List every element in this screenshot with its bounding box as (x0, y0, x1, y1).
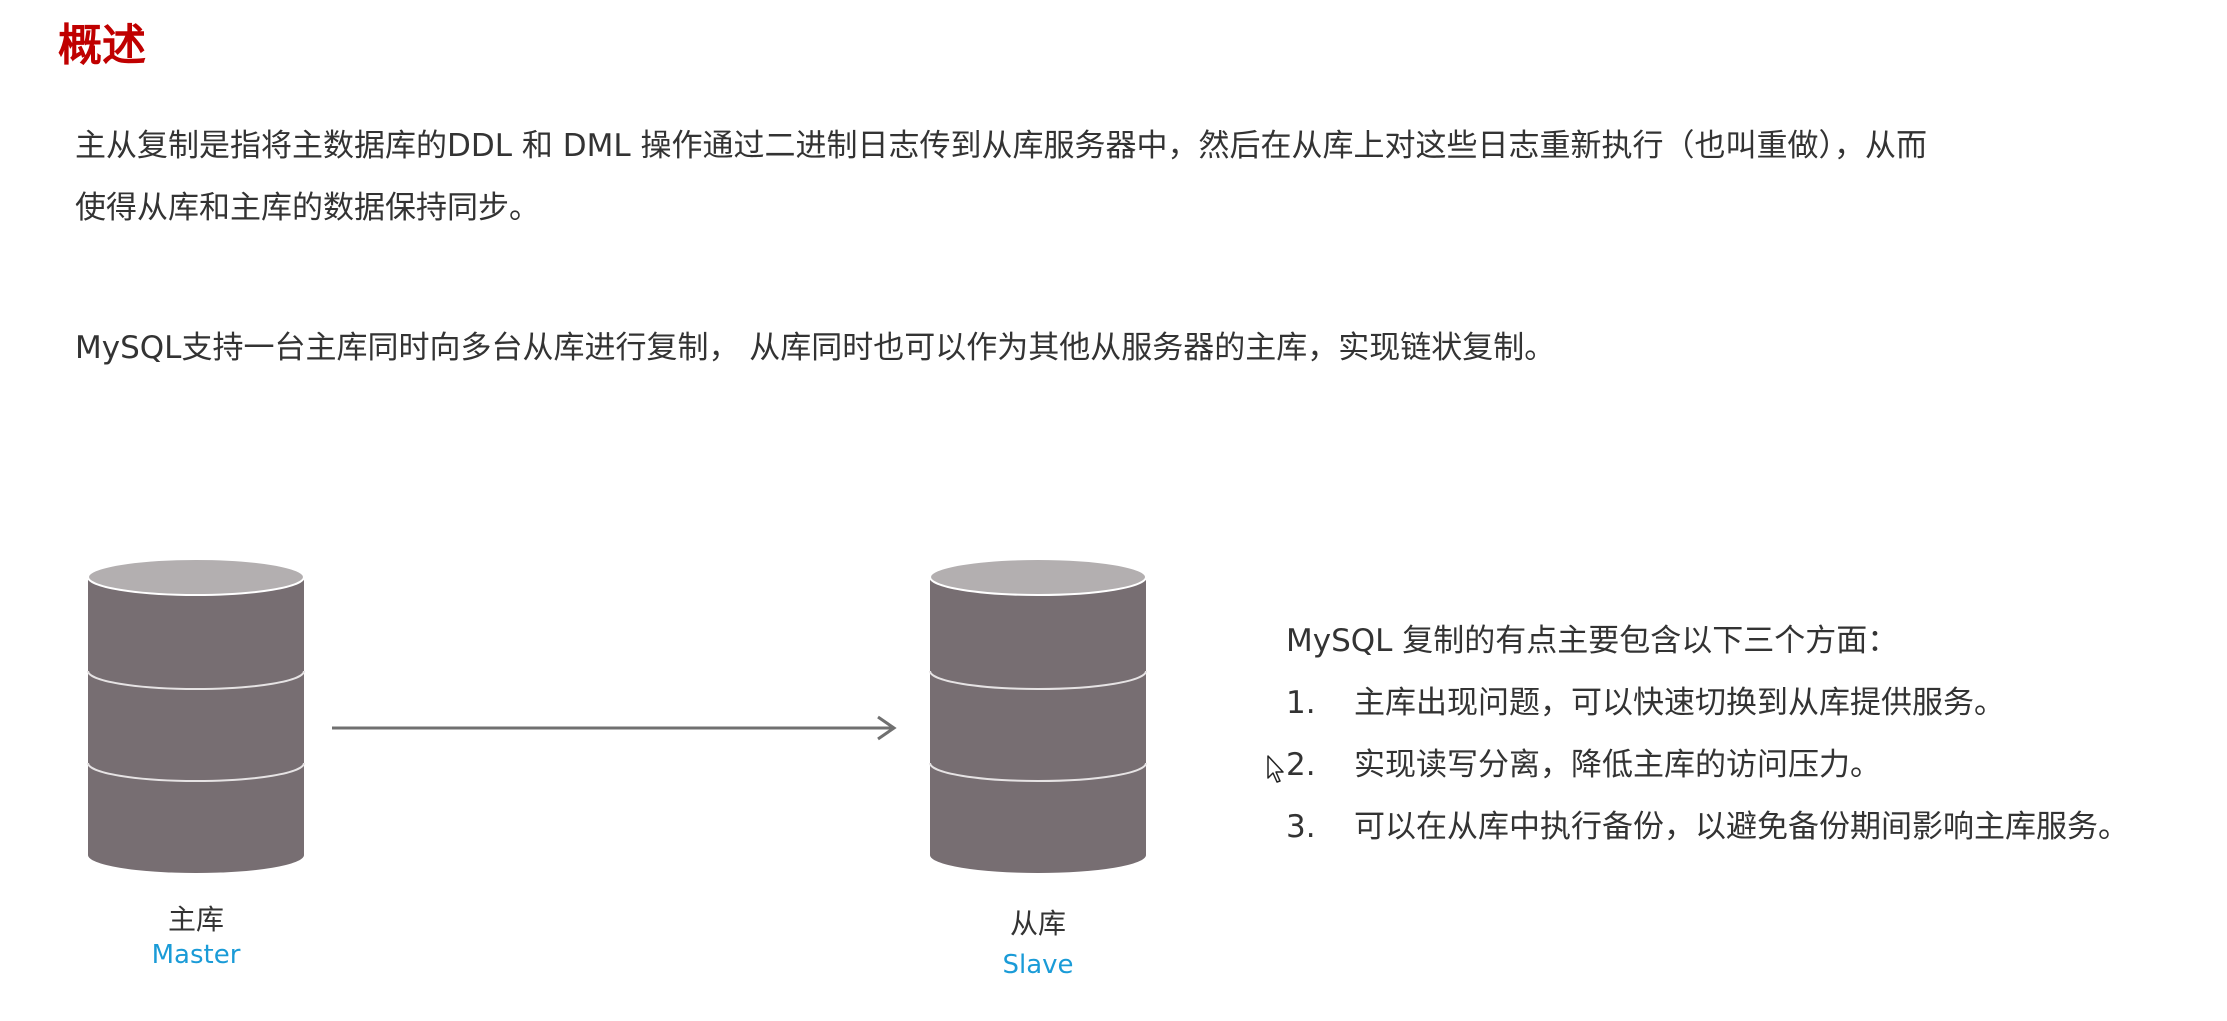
slave-database-icon (928, 555, 1148, 885)
slave-label-cn: 从库 (1009, 907, 1066, 940)
list-item: 3. 可以在从库中执行备份，以避免备份期间影响主库服务。 (1286, 796, 2129, 858)
slave-label-en: Slave (1002, 950, 1074, 980)
list-item-text: 可以在从库中执行备份，以避免备份期间影响主库服务。 (1354, 809, 2129, 845)
intro-line-2: 使得从库和主库的数据保持同步。 (75, 190, 540, 226)
intro-paragraph: 主从复制是指将主数据库的DDL 和 DML 操作通过二进制日志传到从库服务器中，… (75, 115, 1927, 239)
list-item-text: 实现读写分离，降低主库的访问压力。 (1354, 747, 1881, 783)
list-item-number: 3. (1286, 809, 1316, 845)
list-item-number: 2. (1286, 747, 1316, 783)
master-label-cn: 主库 (167, 903, 224, 936)
list-item: 2. 实现读写分离，降低主库的访问压力。 (1286, 734, 2129, 796)
right-arrow-icon (330, 713, 900, 743)
intro-line-1: 主从复制是指将主数据库的DDL 和 DML 操作通过二进制日志传到从库服务器中，… (75, 128, 1927, 164)
chain-replication-paragraph: MySQL支持一台主库同时向多台从库进行复制， 从库同时也可以作为其他从服务器的… (75, 330, 1556, 366)
list-item: 1. 主库出现问题，可以快速切换到从库提供服务。 (1286, 672, 2129, 734)
advantages-list: MySQL 复制的有点主要包含以下三个方面： 1. 主库出现问题，可以快速切换到… (1286, 610, 2129, 858)
mouse-cursor-icon (1266, 754, 1286, 784)
page-title: 概述 (58, 20, 146, 71)
master-label-en: Master (151, 940, 241, 970)
master-database-icon (86, 555, 306, 885)
list-item-number: 1. (1286, 685, 1316, 721)
list-item-text: 主库出现问题，可以快速切换到从库提供服务。 (1354, 685, 2005, 721)
advantages-title: MySQL 复制的有点主要包含以下三个方面： (1286, 623, 1899, 659)
